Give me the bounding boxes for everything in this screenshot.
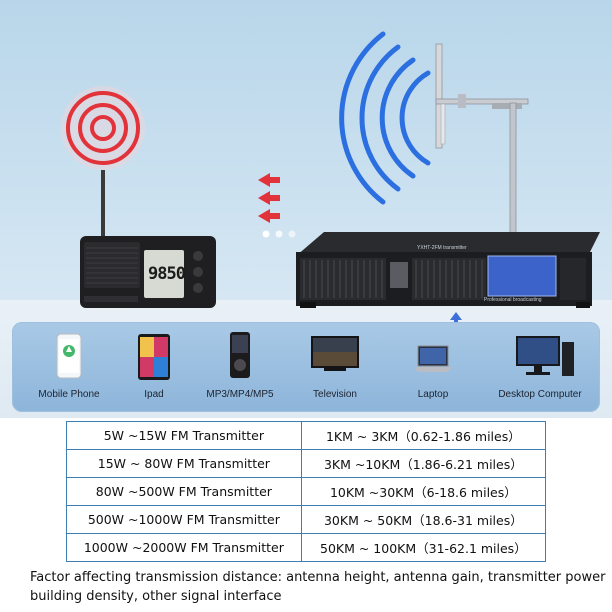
table-row: 1000W ~2000W FM Transmitter 50KM ~ 100KM… bbox=[66, 533, 547, 562]
device-television: Television bbox=[300, 322, 370, 412]
device-label: Desktop Computer bbox=[498, 389, 582, 400]
table-row: 500W ~1000W FM Transmitter 30KM ~ 50KM（1… bbox=[66, 505, 547, 534]
range-cell: 10KM ~30KM（6-18.6 miles） bbox=[300, 477, 547, 506]
red-signal-icon bbox=[61, 86, 145, 170]
device-label: Television bbox=[313, 389, 357, 400]
dipole-antenna bbox=[435, 43, 529, 239]
power-cell: 15W ~ 80W FM Transmitter bbox=[66, 449, 302, 478]
device-bar: Mobile Phone Ipad MP3/MP4/MP5 bbox=[12, 322, 600, 412]
arrow-up-icon bbox=[450, 312, 462, 326]
power-cell: 80W ~500W FM Transmitter bbox=[66, 477, 302, 506]
dots-icon bbox=[262, 230, 296, 238]
transmitter-model-label: YXHT-2FM transmitter bbox=[417, 245, 467, 251]
note-line-2: building density, other signal interface bbox=[30, 589, 282, 604]
radio-frequency-display: 9850 bbox=[148, 264, 186, 284]
transmission-range-table: 5W ~15W FM Transmitter 1KM ~ 3KM（0.62-1.… bbox=[66, 421, 547, 562]
mp3-player-icon bbox=[230, 332, 250, 378]
product-illustration: 9850 YXHT-2FM transmitter Professional b… bbox=[0, 0, 612, 418]
device-label: Mobile Phone bbox=[38, 389, 100, 400]
power-cell: 1000W ~2000W FM Transmitter bbox=[66, 533, 302, 562]
fm-transmitter bbox=[296, 232, 600, 308]
device-mp3: MP3/MP4/MP5 bbox=[200, 322, 280, 412]
device-label: Ipad bbox=[144, 389, 164, 400]
laptop-icon bbox=[414, 345, 452, 372]
range-cell: 3KM ~10KM（1.86-6.21 miles） bbox=[300, 449, 547, 478]
range-cell: 1KM ~ 3KM（0.62-1.86 miles） bbox=[300, 421, 547, 450]
device-label: Laptop bbox=[417, 389, 449, 400]
transmitter-brand-label: Professional broadcasting bbox=[484, 297, 542, 303]
radio-receiver bbox=[80, 236, 216, 308]
note-line-1: Factor affecting transmission distance: … bbox=[30, 570, 606, 585]
mobile-phone-icon bbox=[56, 333, 82, 379]
table-row: 15W ~ 80W FM Transmitter 3KM ~10KM（1.86-… bbox=[66, 449, 547, 478]
power-cell: 5W ~15W FM Transmitter bbox=[66, 421, 302, 450]
radio-antenna bbox=[101, 170, 105, 238]
device-ipad: Ipad bbox=[124, 322, 184, 412]
device-label: MP3/MP4/MP5 bbox=[206, 389, 274, 400]
device-mobile-phone: Mobile Phone bbox=[26, 322, 112, 412]
range-cell: 30KM ~ 50KM（18.6-31 miles） bbox=[300, 505, 547, 534]
desktop-computer-icon bbox=[516, 336, 574, 376]
device-laptop: Laptop bbox=[402, 322, 464, 412]
table-row: 80W ~500W FM Transmitter 10KM ~30KM（6-18… bbox=[66, 477, 547, 506]
power-cell: 500W ~1000W FM Transmitter bbox=[66, 505, 302, 534]
scene-graphics bbox=[61, 31, 600, 326]
range-cell: 50KM ~ 100KM（31-62.1 miles） bbox=[300, 533, 547, 562]
television-icon bbox=[311, 336, 359, 371]
arrow-left-icon bbox=[258, 173, 280, 223]
table-row: 5W ~15W FM Transmitter 1KM ~ 3KM（0.62-1.… bbox=[66, 421, 547, 450]
blue-signal-icon bbox=[339, 31, 431, 205]
tablet-icon bbox=[138, 334, 170, 380]
device-desktop: Desktop Computer bbox=[490, 322, 590, 412]
